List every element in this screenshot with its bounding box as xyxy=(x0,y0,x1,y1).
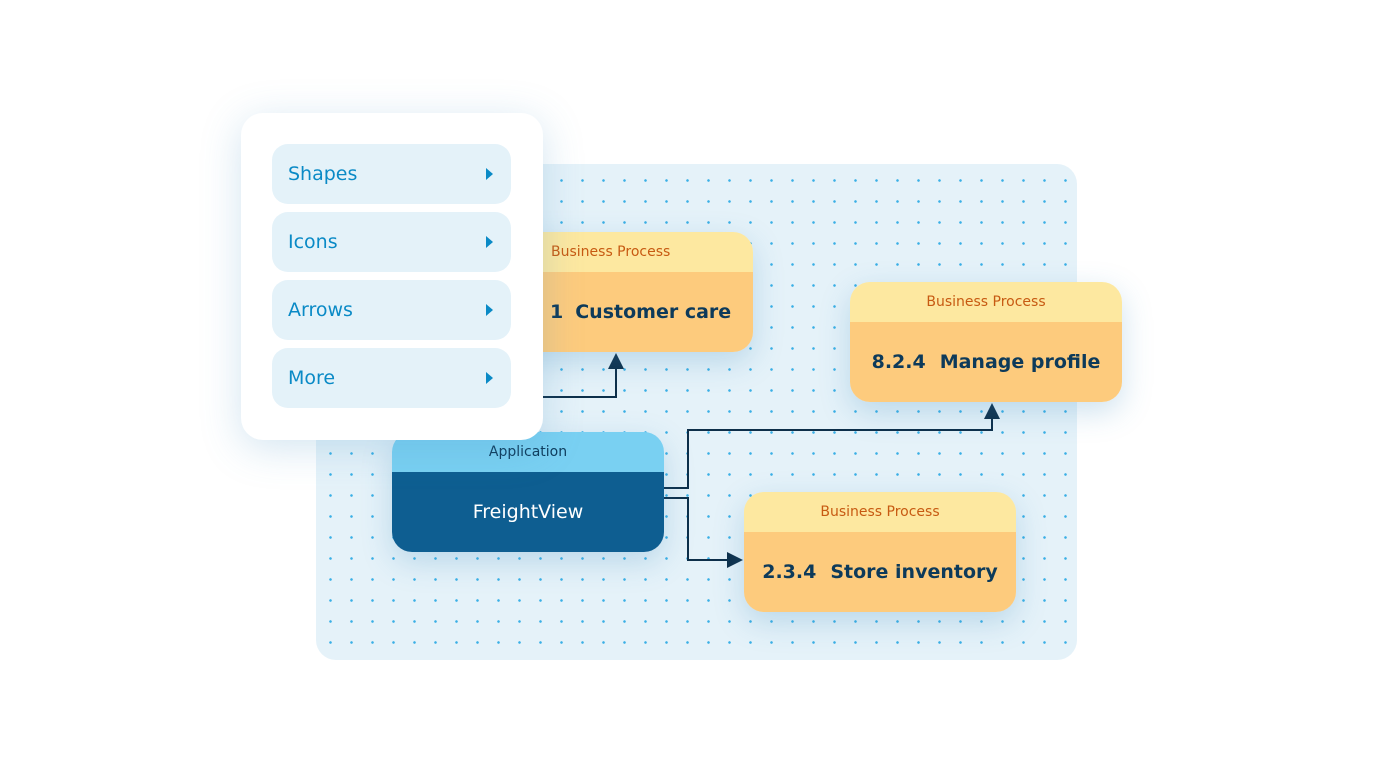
connector-to-store-inventory xyxy=(664,497,743,568)
shape-menu: Shapes Icons Arrows More xyxy=(241,113,543,440)
node-type-label: Business Process xyxy=(744,492,1016,532)
process-name: Manage profile xyxy=(939,351,1101,373)
menu-item-more[interactable]: More xyxy=(272,348,511,408)
node-manage-profile[interactable]: Business Process 8.2.4 Manage profile xyxy=(850,282,1122,402)
menu-item-icons[interactable]: Icons xyxy=(272,212,511,272)
caret-right-icon xyxy=(486,372,493,384)
caret-right-icon xyxy=(486,236,493,248)
menu-item-label: Arrows xyxy=(288,299,353,321)
process-number: 1 xyxy=(550,301,564,323)
caret-right-icon xyxy=(486,168,493,180)
menu-item-label: More xyxy=(288,367,336,389)
menu-item-label: Shapes xyxy=(288,163,358,185)
node-store-inventory[interactable]: Business Process 2.3.4 Store inventory xyxy=(744,492,1016,612)
menu-item-arrows[interactable]: Arrows xyxy=(272,280,511,340)
menu-item-label: Icons xyxy=(288,231,338,253)
node-application[interactable]: Application FreightView xyxy=(392,432,664,552)
process-name: Customer care xyxy=(575,301,732,323)
menu-item-shapes[interactable]: Shapes xyxy=(272,144,511,204)
connector-to-manage-profile xyxy=(664,403,1000,489)
process-number: 8.2.4 xyxy=(871,351,926,373)
connector-to-customer-care xyxy=(543,353,624,398)
process-number: 2.3.4 xyxy=(762,561,817,583)
process-name: Store inventory xyxy=(830,561,998,583)
application-name: FreightView xyxy=(392,472,664,552)
node-type-label: Business Process xyxy=(850,282,1122,322)
caret-right-icon xyxy=(486,304,493,316)
